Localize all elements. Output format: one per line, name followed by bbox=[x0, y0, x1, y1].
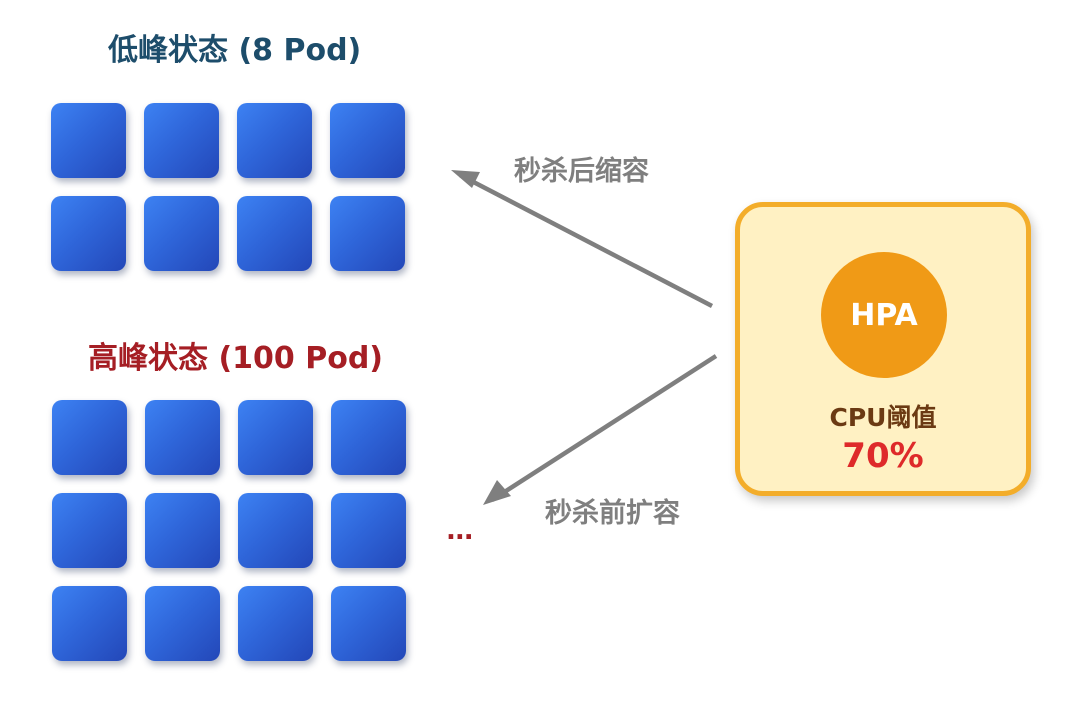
pod-icon bbox=[330, 196, 405, 271]
more-pods-indicator: ... bbox=[446, 516, 474, 546]
pod-icon bbox=[145, 400, 220, 475]
hpa-panel: HPA CPU阈值 70% bbox=[735, 202, 1031, 496]
pod-icon bbox=[51, 103, 126, 178]
pod-icon bbox=[145, 586, 220, 661]
scale-up-label: 秒杀前扩容 bbox=[545, 498, 680, 529]
pod-icon bbox=[237, 196, 312, 271]
pod-icon bbox=[52, 493, 127, 568]
scale-down-arrowhead bbox=[451, 170, 480, 188]
low-peak-title: 低峰状态 (8 Pod) bbox=[108, 33, 362, 68]
pod-icon bbox=[52, 586, 127, 661]
hpa-name: HPA bbox=[850, 297, 918, 333]
scale-down-arrow bbox=[458, 173, 714, 308]
high-peak-title: 高峰状态 (100 Pod) bbox=[88, 341, 384, 376]
cpu-threshold-value: 70% bbox=[842, 436, 924, 476]
scale-up-arrow bbox=[490, 354, 718, 502]
low-peak-pod-grid bbox=[51, 103, 405, 271]
scale-up-arrowhead bbox=[483, 480, 511, 505]
pod-icon bbox=[237, 103, 312, 178]
pod-icon bbox=[238, 400, 313, 475]
high-peak-pod-grid bbox=[52, 400, 406, 661]
pod-icon bbox=[238, 493, 313, 568]
pod-icon bbox=[331, 493, 406, 568]
cpu-threshold-label: CPU阈值 bbox=[829, 403, 937, 432]
pod-icon bbox=[145, 493, 220, 568]
pod-icon bbox=[144, 103, 219, 178]
pod-icon bbox=[331, 586, 406, 661]
pod-icon bbox=[144, 196, 219, 271]
pod-icon bbox=[331, 400, 406, 475]
pod-icon bbox=[330, 103, 405, 178]
pod-icon bbox=[51, 196, 126, 271]
hpa-badge: HPA bbox=[821, 252, 947, 378]
scale-down-label: 秒杀后缩容 bbox=[514, 156, 649, 187]
pod-icon bbox=[52, 400, 127, 475]
pod-icon bbox=[238, 586, 313, 661]
